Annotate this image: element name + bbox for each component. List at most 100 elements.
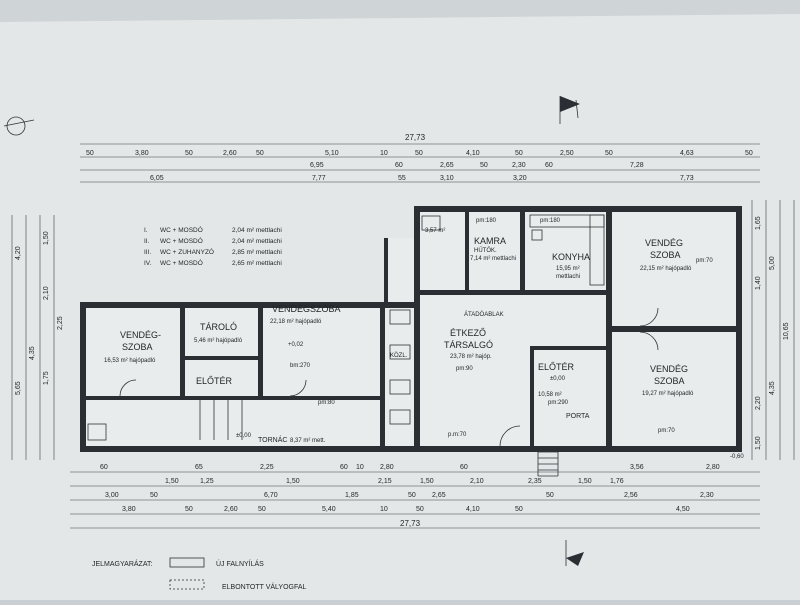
room-name: ELŐTÉR bbox=[196, 376, 233, 386]
dim-label: 5,40 bbox=[322, 506, 336, 513]
room-name: TORNÁC bbox=[258, 435, 287, 444]
dim-top-row2: 6,95 60 2,65 50 2,30 60 7,28 bbox=[310, 162, 644, 169]
paper-fold-shadow bbox=[0, 0, 800, 22]
dimension-lines-bottom bbox=[70, 471, 760, 529]
dim-label: 4,50 bbox=[676, 506, 690, 513]
dim-left-labels: 4,20 5,65 4,35 1,50 2,10 1,75 2,25 bbox=[15, 231, 64, 395]
dim-label: 7,73 bbox=[680, 175, 694, 182]
dim-label: 10 bbox=[380, 150, 388, 157]
dim-label: 3,80 bbox=[135, 150, 149, 157]
room-sub: HŰTŐK. bbox=[474, 247, 497, 254]
section-mark-icon bbox=[3, 116, 35, 136]
dim-bottom-row1: 60 65 2,25 60 10 2,80 60 3,56 2,80 bbox=[100, 464, 720, 471]
room-name: SZOBA bbox=[650, 250, 681, 260]
dim-label: 50 bbox=[480, 162, 488, 169]
room-name: ELŐTÉR bbox=[538, 362, 575, 372]
room-name: VENDÉG- bbox=[120, 330, 161, 340]
dim-right-labels: 1,65 1,40 5,00 10,65 4,35 2,20 1,50 bbox=[755, 216, 790, 450]
room-name: KAMRA bbox=[474, 236, 506, 246]
dim-label: 1,85 bbox=[345, 492, 359, 499]
north-arrow-icon bbox=[559, 96, 580, 124]
room-atado: ÁTADÓABLAK bbox=[464, 311, 504, 318]
pm-label: pm:70 bbox=[658, 428, 675, 434]
dim-label: 6,05 bbox=[150, 175, 164, 182]
level-label: +0,02 bbox=[288, 342, 304, 348]
dim-label: 6,95 bbox=[310, 162, 324, 169]
dim-label: 1,75 bbox=[43, 371, 50, 385]
dim-label: 4,35 bbox=[769, 381, 776, 395]
room-name: TÁROLÓ bbox=[200, 322, 237, 332]
dim-label: 2,10 bbox=[470, 478, 484, 485]
dim-label: 5,65 bbox=[15, 381, 22, 395]
room-kozl: KÖZL. bbox=[390, 352, 408, 359]
dim-label: 4,35 bbox=[29, 346, 36, 360]
dim-label: 60 bbox=[545, 162, 553, 169]
dim-label: 2,25 bbox=[260, 464, 274, 471]
dim-label: 50 bbox=[150, 492, 158, 499]
room-name: SZOBA bbox=[122, 342, 153, 352]
dim-label: 3,56 bbox=[630, 464, 644, 471]
wc-legend-num: III. bbox=[144, 249, 151, 256]
room-name: KÖZL. bbox=[390, 352, 408, 359]
dim-bottom-row3: 3,00 50 6,70 1,85 50 2,65 50 2,56 2,30 bbox=[105, 492, 714, 499]
room-vendeg-3: VENDÉG SZOBA 22,15 m² hajópadló bbox=[640, 238, 692, 272]
dim-label: 50 bbox=[415, 150, 423, 157]
legend: JELMAGYARÁZAT: ÚJ FALNYÍLÁS ELBONTOTT VÁ… bbox=[92, 557, 307, 591]
room-vendegszoba-2: VENDÉGSZOBA 22,18 m² hajópadló pm:80 bbox=[270, 304, 341, 406]
dim-label: 4,63 bbox=[680, 150, 694, 157]
dim-label: 7,77 bbox=[312, 175, 326, 182]
wc-legend-area: 2,04 m² mettlachi bbox=[232, 227, 282, 234]
dim-label: 50 bbox=[515, 150, 523, 157]
dim-label: 5,10 bbox=[325, 150, 339, 157]
room-kamra: KAMRA HŰTŐK. 7,14 m² mettlachi bbox=[470, 236, 516, 262]
dim-label: 65 bbox=[195, 464, 203, 471]
pm-label: pm:290 bbox=[548, 400, 569, 406]
room-vendeg-1: VENDÉG- SZOBA 16,53 m² hajópadló bbox=[104, 330, 161, 364]
wc-legend-num: IV. bbox=[144, 260, 152, 267]
room-meta: pm:80 bbox=[318, 400, 335, 406]
dimension-lines-right bbox=[751, 200, 795, 460]
room-area: 10,58 m² bbox=[538, 392, 562, 398]
dim-label: 2,65 bbox=[432, 492, 446, 499]
room-name: VENDÉG bbox=[650, 364, 688, 374]
dim-label: 2,60 bbox=[224, 506, 238, 513]
pm-label: p.m:70 bbox=[448, 432, 467, 438]
dim-label: 5,00 bbox=[769, 256, 776, 270]
room-sub: mettlachi bbox=[556, 274, 580, 280]
room-area: 5,46 m² hajópadló bbox=[194, 338, 243, 344]
dim-label: 50 bbox=[185, 506, 193, 513]
door-swings bbox=[119, 307, 659, 447]
room-name: KONYHA bbox=[552, 252, 590, 262]
level-label: -0,60 bbox=[730, 454, 744, 460]
room-name: VENDÉG bbox=[645, 238, 683, 248]
dim-label: 50 bbox=[745, 150, 753, 157]
dim-label: 1,50 bbox=[165, 478, 179, 485]
room-area: 22,18 m² hajópadló bbox=[270, 319, 322, 325]
dim-label: 60 bbox=[100, 464, 108, 471]
room-area: 16,53 m² hajópadló bbox=[104, 358, 156, 364]
dim-bottom-row4: 3,80 50 2,60 50 5,40 10 50 4,10 50 4,50 bbox=[122, 506, 690, 513]
south-arrow-icon bbox=[565, 540, 584, 566]
dimension-lines-left bbox=[11, 215, 55, 460]
dim-label: 50 bbox=[86, 150, 94, 157]
dim-label: 2,25 bbox=[57, 316, 64, 330]
wc-fixtures bbox=[87, 215, 441, 441]
wc-legend-area: 2,65 m² mettlachi bbox=[232, 260, 282, 267]
dim-label: 50 bbox=[256, 150, 264, 157]
dim-label: 10 bbox=[356, 464, 364, 471]
room-eloter-left: ELŐTÉR bbox=[196, 376, 233, 386]
room-tarolo: TÁROLÓ 5,46 m² hajópadló bbox=[194, 322, 243, 344]
room-area: 7,14 m² mettlachi bbox=[470, 256, 516, 262]
dim-label: 2,65 bbox=[440, 162, 454, 169]
dim-label: 4,20 bbox=[15, 246, 22, 260]
dimension-lines-top bbox=[80, 143, 760, 183]
dim-label: 60 bbox=[395, 162, 403, 169]
legend-title: JELMAGYARÁZAT: bbox=[92, 559, 152, 568]
legend-item-demolished-wall: ELBONTOTT VÁLYOGFAL bbox=[222, 582, 307, 591]
dim-label: 3,80 bbox=[122, 506, 136, 513]
pm-label: pm:180 bbox=[540, 218, 561, 224]
dim-top-row1: 50 3,80 50 2,60 50 5,10 10 50 4,10 50 2,… bbox=[86, 150, 753, 157]
dim-label: 1,40 bbox=[755, 276, 762, 290]
wc-legend-num: I. bbox=[144, 227, 148, 234]
